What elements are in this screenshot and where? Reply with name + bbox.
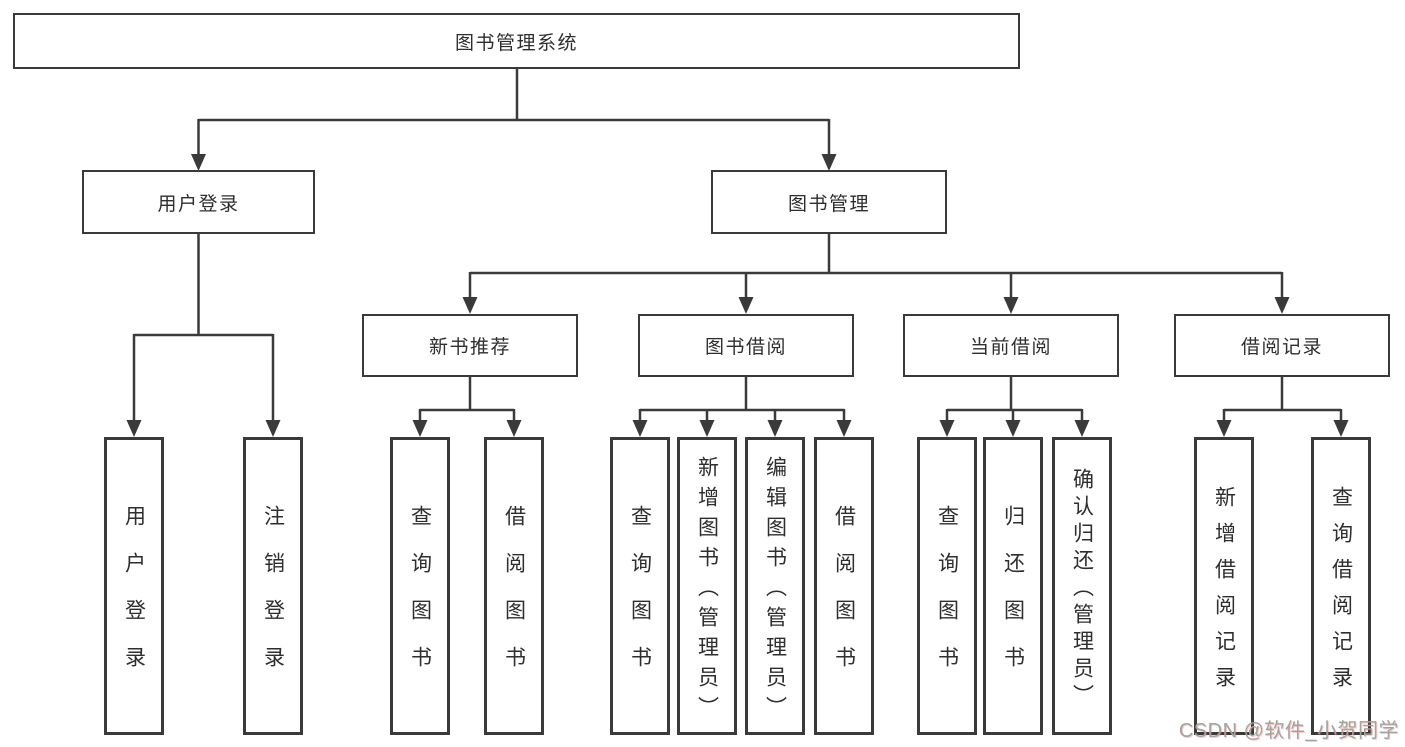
node-library-management-system-label: 图书管理系统 (454, 32, 578, 54)
leaf-records-query-borrow-record-label: 查询借阅记录 (1329, 485, 1353, 702)
edge-book-management-to-level3 (462, 234, 1290, 314)
leaf-user-login-label: 用户登录 (122, 505, 146, 693)
leaf-newbook-borrow-books: 借阅图书 (484, 437, 544, 735)
leaf-borrowing-query-books: 查询图书 (610, 437, 670, 735)
edge-borrowing-records-to-leaves (1216, 377, 1349, 437)
node-user-login: 用户登录 (82, 170, 315, 234)
edge-new-book-to-leaves (412, 377, 522, 437)
edge-current-borrowing-to-leaves (939, 377, 1090, 437)
leaf-newbook-query-books: 查询图书 (390, 437, 450, 735)
node-borrowing-records: 借阅记录 (1174, 314, 1390, 377)
node-user-login-label: 用户登录 (157, 193, 240, 215)
leaf-current-confirm-return-admin: 确认归还（管理员） (1052, 437, 1112, 735)
leaf-current-query-books: 查询图书 (917, 437, 977, 735)
leaf-records-add-borrow-record: 新增借阅记录 (1194, 437, 1254, 735)
leaf-borrowing-edit-books-admin-label: 编辑图书（管理员） (763, 455, 787, 726)
leaf-records-add-borrow-record-label: 新增借阅记录 (1212, 485, 1236, 702)
leaf-newbook-query-books-label: 查询图书 (408, 505, 432, 693)
leaf-borrowing-add-books-admin-label: 新增图书（管理员） (695, 455, 719, 726)
node-book-management-label: 图书管理 (787, 193, 870, 215)
leaf-current-return-books: 归还图书 (983, 437, 1043, 735)
node-book-borrowing-label: 图书借阅 (704, 337, 787, 358)
leaf-logout: 注销登录 (243, 437, 303, 735)
node-borrowing-records-label: 借阅记录 (1240, 337, 1323, 358)
leaf-records-query-borrow-record: 查询借阅记录 (1311, 437, 1371, 735)
leaf-borrowing-borrow-books: 借阅图书 (814, 437, 874, 735)
node-book-management: 图书管理 (711, 170, 947, 234)
node-current-borrowing-label: 当前借阅 (969, 337, 1052, 358)
leaf-current-query-books-label: 查询图书 (935, 505, 959, 693)
node-new-book-recommend-label: 新书推荐 (428, 337, 511, 358)
node-new-book-recommend: 新书推荐 (362, 314, 578, 377)
node-library-management-system: 图书管理系统 (13, 13, 1020, 69)
leaf-newbook-borrow-books-label: 借阅图书 (502, 505, 526, 693)
leaf-borrowing-borrow-books-label: 借阅图书 (832, 505, 856, 693)
leaf-current-return-books-label: 归还图书 (1001, 505, 1025, 693)
node-current-borrowing: 当前借阅 (903, 314, 1119, 377)
leaf-user-login: 用户登录 (104, 437, 164, 735)
leaf-logout-label: 注销登录 (261, 505, 285, 693)
leaf-borrowing-add-books-admin: 新增图书（管理员） (677, 437, 737, 735)
edge-root-to-level2 (191, 69, 837, 171)
leaf-borrowing-query-books-label: 查询图书 (628, 505, 652, 693)
leaf-borrowing-edit-books-admin: 编辑图书（管理员） (745, 437, 805, 735)
node-book-borrowing: 图书借阅 (638, 314, 854, 377)
edge-book-borrowing-to-leaves (632, 377, 852, 437)
edge-user-login-to-leaves (126, 234, 281, 437)
leaf-current-confirm-return-admin-label: 确认归还（管理员） (1070, 467, 1094, 711)
